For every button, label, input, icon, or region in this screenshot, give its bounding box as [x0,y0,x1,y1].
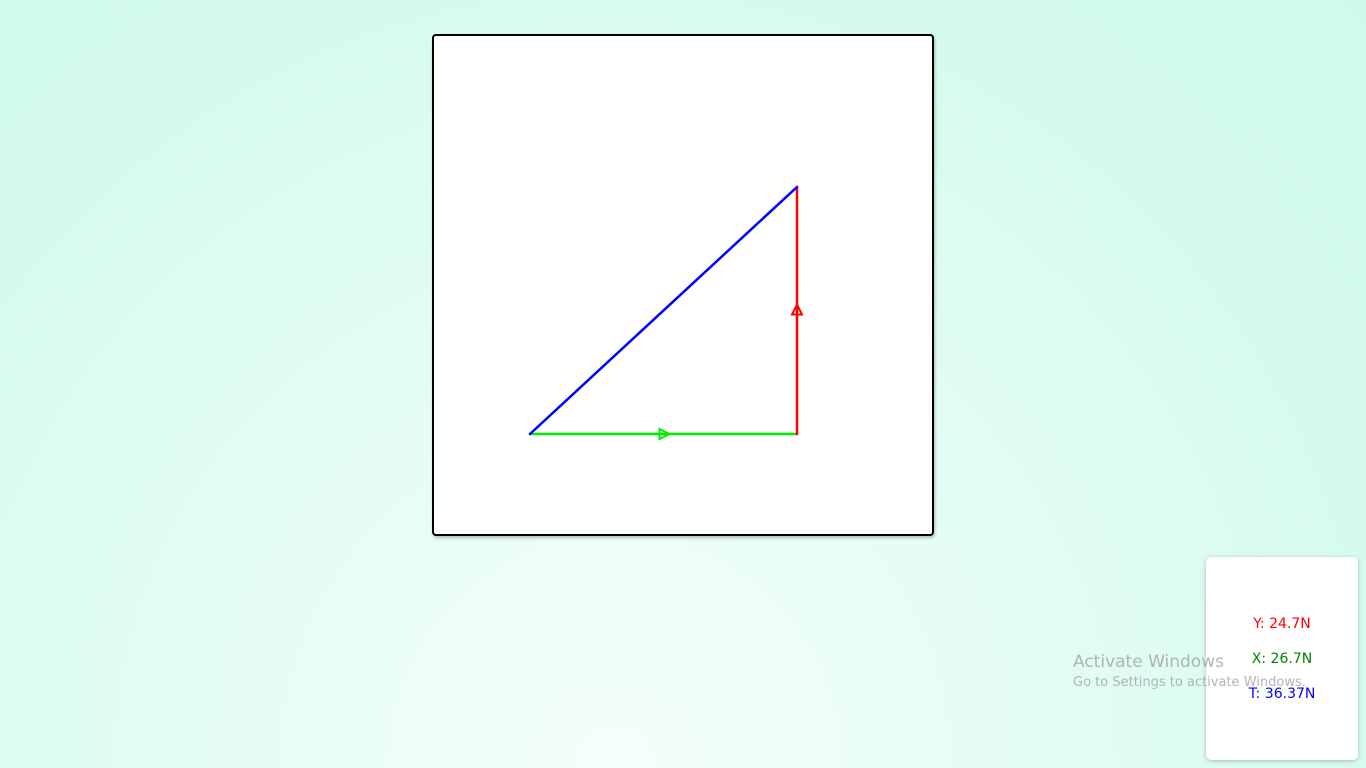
force-readout-panel: Y: 24.7N X: 26.7N T: 36.37N [1206,557,1358,760]
resultant-tension-vector [528,185,799,436]
x-force-readout: X: 26.7N [1251,651,1313,667]
y-component-arrowhead [790,302,804,316]
tension-readout: T: 36.37N [1248,686,1316,702]
x-component-arrowhead [658,427,672,441]
vector-diagram [528,185,804,441]
vector-diagram-canvas [432,34,934,536]
y-force-readout: Y: 24.7N [1253,616,1311,632]
